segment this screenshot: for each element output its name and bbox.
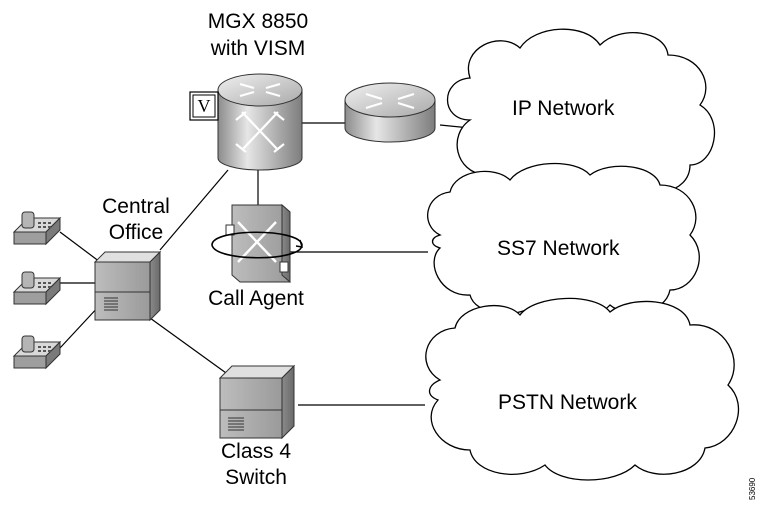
link-phone3	[59, 304, 101, 349]
connections	[59, 122, 471, 406]
vism-badge-icon	[189, 91, 219, 121]
link-phone1	[59, 231, 101, 263]
class4-label-line1: Class 4	[220, 440, 292, 463]
vism-badge-label: V	[197, 96, 211, 116]
pstn-network-label: PSTN Network	[498, 391, 637, 414]
router-icon	[344, 82, 436, 143]
ss7-network-label: SS7 Network	[497, 237, 620, 260]
figure-id: 53690	[748, 477, 757, 500]
mgx-label-line2: with VISM	[210, 37, 306, 60]
link-central-office-class4	[149, 317, 234, 379]
call-agent-label: Call Agent	[208, 287, 304, 310]
cloud-icon	[425, 28, 740, 481]
central-office-label-line2: Office	[108, 221, 164, 244]
central-office-label-line1: Central	[102, 195, 170, 218]
phone-icon-3	[12, 335, 62, 370]
phone-icon-2	[12, 271, 62, 306]
ss7-network-cloud	[427, 162, 700, 319]
call-agent-icon	[211, 203, 303, 284]
ip-network-label: IP Network	[512, 97, 615, 120]
class4-switch-icon	[218, 364, 296, 440]
link-mgx-central-office	[159, 169, 229, 251]
mgx-label-line1: MGX 8850	[207, 10, 309, 33]
class4-label-line2: Switch	[225, 466, 287, 489]
mgx-router-icon	[217, 73, 303, 171]
pstn-network-cloud	[425, 297, 740, 481]
phone-icon-1	[12, 211, 62, 246]
central-office-switch-icon	[93, 250, 162, 322]
